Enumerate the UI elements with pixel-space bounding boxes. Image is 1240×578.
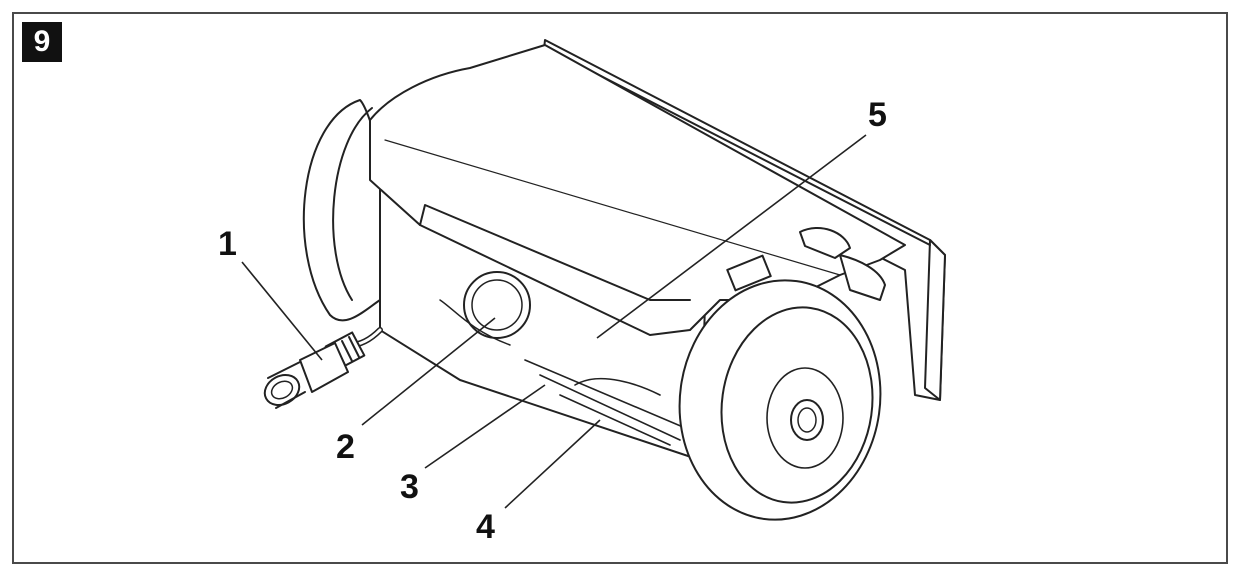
callout-1: 1 — [218, 225, 237, 263]
cable-port — [439, 271, 531, 346]
figure-number-badge: 9 — [22, 22, 62, 62]
callout-4: 4 — [476, 508, 495, 546]
hinge-detail — [839, 254, 886, 301]
callout-2: 2 — [336, 428, 355, 466]
leader-line-4 — [504, 419, 601, 509]
right-end-cap — [678, 279, 882, 521]
callout-3: 3 — [400, 468, 419, 506]
leader-lines — [241, 134, 867, 509]
callout-5: 5 — [868, 96, 887, 134]
figure-frame — [12, 12, 1228, 564]
cable-connector — [263, 327, 383, 409]
leader-line-3 — [424, 384, 546, 469]
bottom-slots — [524, 359, 691, 446]
leader-line-5 — [596, 134, 867, 339]
leader-line-2 — [361, 317, 496, 426]
left-end-cap — [302, 99, 381, 322]
leader-line-1 — [241, 261, 323, 361]
